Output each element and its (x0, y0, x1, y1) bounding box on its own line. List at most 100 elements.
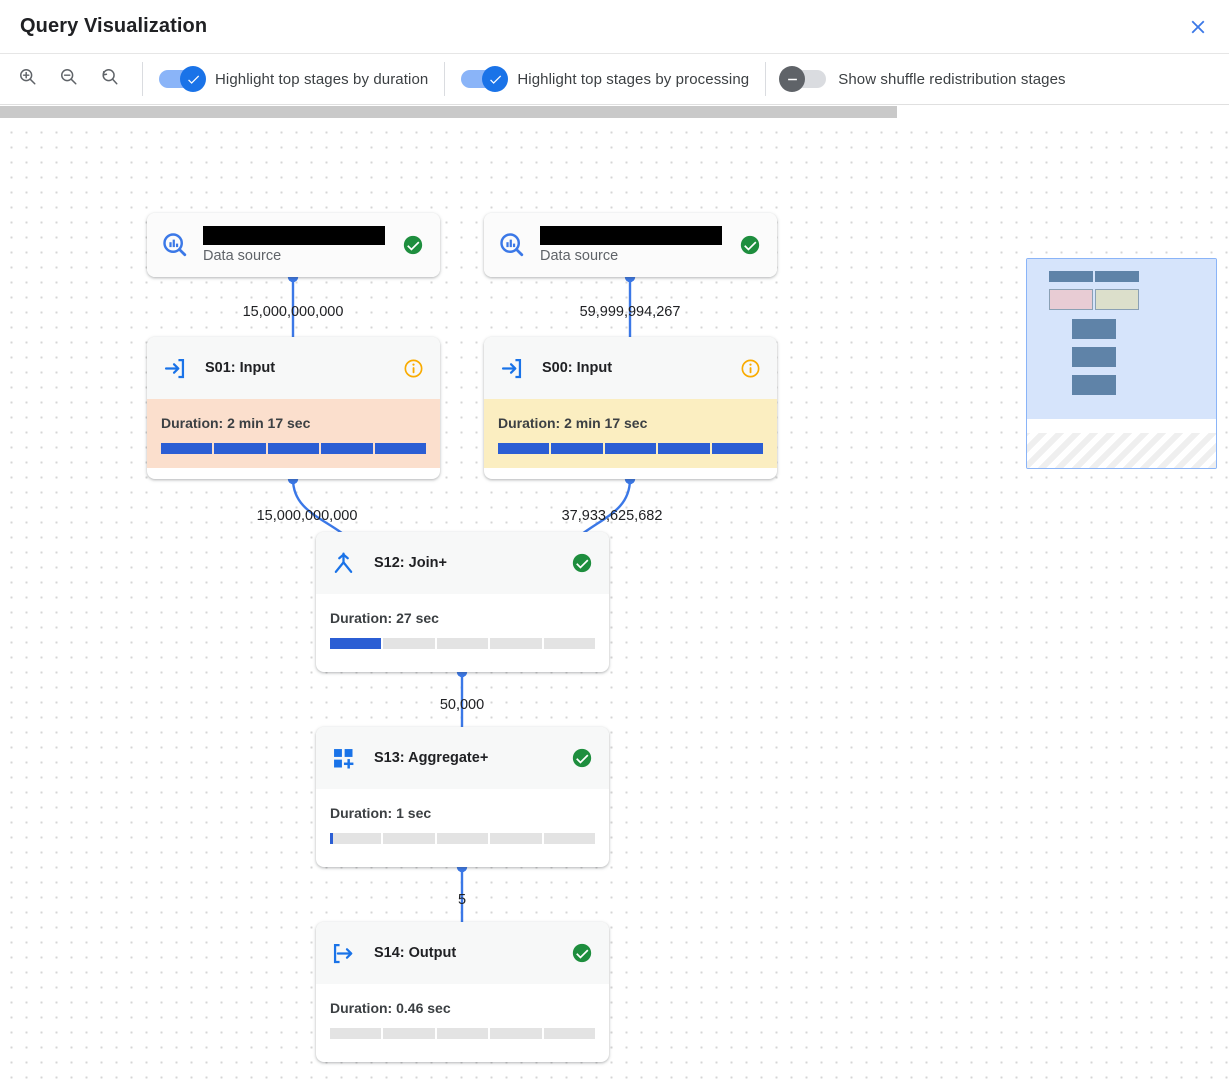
progress-segment (383, 638, 435, 649)
toggle-highlight-duration[interactable]: Highlight top stages by duration (159, 66, 428, 92)
progress-segment (604, 443, 657, 454)
node-header: Data source (147, 213, 440, 277)
zoom-out-button[interactable] (51, 62, 85, 96)
graph-canvas[interactable]: 15,000,000,000 59,999,994,267 15,000,000… (0, 119, 1229, 1090)
node-header: S13: Aggregate+ (316, 727, 609, 789)
status-badge-success (569, 942, 595, 964)
progress-segment (330, 1028, 382, 1039)
node-title: S12: Join+ (374, 555, 447, 571)
node-title: S13: Aggregate+ (374, 750, 489, 766)
node-title: S00: Input (542, 360, 613, 376)
dialog-header: Query Visualization (0, 0, 1229, 53)
progress-segment (543, 833, 596, 844)
progress-segment (436, 1028, 489, 1039)
status-badge-info[interactable] (737, 358, 763, 379)
progress-segment (436, 638, 489, 649)
output-arrow-icon (330, 940, 360, 967)
progress-segment (383, 1028, 435, 1039)
duration-label: Duration: 27 sec (330, 610, 439, 626)
node-data-source-right[interactable]: Data source (484, 213, 777, 277)
progress-segment (383, 833, 435, 844)
redacted-data-source-name (540, 226, 722, 245)
progress-bar (161, 443, 427, 454)
progress-segment (267, 443, 320, 454)
progress-bar (330, 1028, 596, 1039)
node-data-source-left[interactable]: Data source (147, 213, 440, 277)
minimap-node (1072, 347, 1116, 367)
node-body: Duration: 2 min 17 sec (484, 399, 777, 468)
node-body: Duration: 27 sec (316, 594, 609, 663)
minimap-viewport (1027, 259, 1216, 419)
minimap-node (1072, 319, 1116, 339)
data-source-text: Data source (540, 226, 737, 264)
minimap[interactable] (1026, 258, 1217, 469)
node-header: S14: Output (316, 922, 609, 984)
minimap-node (1072, 375, 1116, 395)
progress-bar (330, 638, 596, 649)
node-title: S14: Output (374, 945, 457, 961)
progress-segment (490, 1028, 542, 1039)
edge-label: 15,000,000,000 (256, 508, 358, 524)
progress-segment (161, 443, 213, 454)
input-arrow-icon (498, 355, 528, 382)
duration-label: Duration: 2 min 17 sec (498, 415, 648, 431)
aggregate-icon (330, 745, 360, 772)
toggle-highlight-processing[interactable]: Highlight top stages by processing (461, 66, 749, 92)
progress-segment (543, 638, 596, 649)
switch-highlight-processing[interactable] (461, 66, 509, 92)
node-body: Duration: 0.46 sec (316, 984, 609, 1053)
close-button[interactable] (1179, 8, 1217, 46)
node-stage-s01[interactable]: S01: Input Duration: 2 min 17 sec (147, 337, 440, 479)
toolbar-divider-1 (142, 62, 143, 96)
status-badge-success (569, 747, 595, 769)
data-source-subtitle: Data source (540, 248, 619, 264)
zoom-out-icon (58, 66, 79, 92)
node-header: S01: Input (147, 337, 440, 399)
duration-label: Duration: 0.46 sec (330, 1000, 451, 1016)
node-body: Duration: 2 min 17 sec (147, 399, 440, 468)
node-stage-s12[interactable]: S12: Join+ Duration: 27 sec (316, 532, 609, 672)
progress-segment (658, 443, 710, 454)
switch-knob (779, 66, 806, 92)
bigquery-data-source-icon (161, 231, 191, 259)
progress-segment (436, 833, 489, 844)
bigquery-data-source-icon (498, 231, 528, 259)
horizontal-scrollbar[interactable] (0, 105, 1229, 119)
minimap-offscreen-area (1027, 433, 1216, 468)
status-badge-info[interactable] (400, 358, 426, 379)
progress-segment (330, 638, 382, 649)
progress-bar (330, 833, 596, 844)
progress-segment (498, 443, 550, 454)
progress-segment (374, 443, 427, 454)
minimap-node (1095, 271, 1139, 282)
horizontal-scrollbar-thumb[interactable] (0, 106, 898, 118)
node-stage-s14[interactable]: S14: Output Duration: 0.46 sec (316, 922, 609, 1062)
join-icon (330, 550, 360, 577)
switch-highlight-duration[interactable] (159, 66, 206, 92)
status-badge-success (400, 234, 426, 256)
edge-label: 5 (457, 892, 467, 908)
zoom-reset-icon (99, 66, 120, 92)
minimap-node (1049, 271, 1093, 282)
edge-label: 37,933,625,682 (561, 508, 663, 524)
zoom-in-button[interactable] (10, 62, 44, 96)
redacted-data-source-name (203, 226, 385, 245)
progress-segment (711, 443, 764, 454)
duration-label: Duration: 1 sec (330, 805, 432, 821)
close-icon (1187, 16, 1209, 38)
minimap-node-highlight-duration (1049, 289, 1093, 310)
node-title: S01: Input (205, 360, 276, 376)
switch-show-shuffle[interactable] (779, 66, 827, 92)
node-body: Duration: 1 sec (316, 789, 609, 858)
progress-segment (321, 443, 373, 454)
node-stage-s13[interactable]: S13: Aggregate+ Duration: 1 sec (316, 727, 609, 867)
progress-bar (498, 443, 764, 454)
duration-label: Duration: 2 min 17 sec (161, 415, 311, 431)
data-source-subtitle: Data source (203, 248, 282, 264)
zoom-reset-button[interactable] (92, 62, 126, 96)
edge-label: 15,000,000,000 (242, 304, 344, 320)
zoom-in-icon (17, 66, 38, 92)
node-stage-s00[interactable]: S00: Input Duration: 2 min 17 sec (484, 337, 777, 479)
progress-segment (490, 638, 542, 649)
toggle-show-shuffle[interactable]: Show shuffle redistribution stages (779, 66, 1066, 92)
